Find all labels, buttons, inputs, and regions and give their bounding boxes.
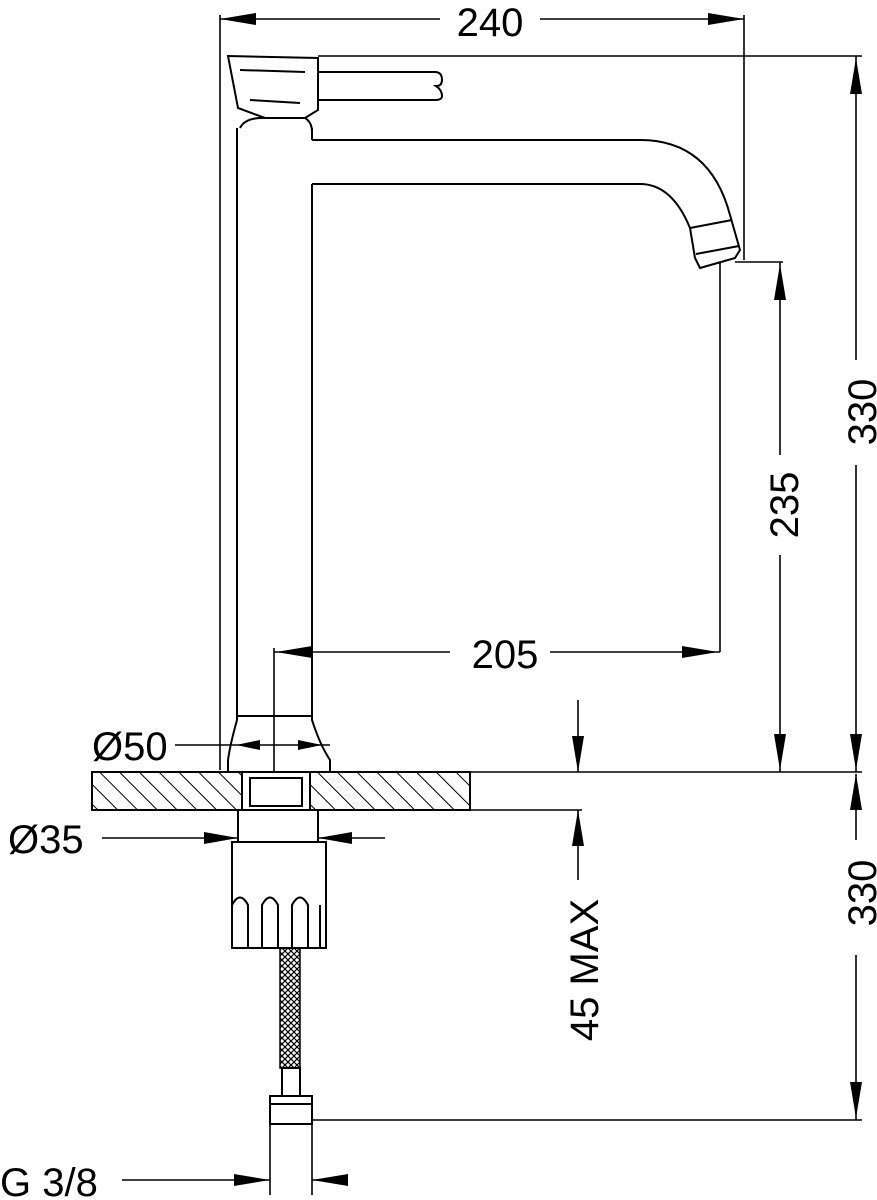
braided-hose xyxy=(279,947,301,1069)
dim-deck-thickness xyxy=(470,700,584,880)
dim-shank-diameter xyxy=(102,832,385,844)
dim-height-below-deck xyxy=(312,774,862,1121)
label-height-above-deck: 330 xyxy=(841,379,877,446)
label-overall-width: 240 xyxy=(457,1,524,45)
dim-height-above-deck xyxy=(318,55,862,773)
label-height-below-deck: 330 xyxy=(841,860,877,927)
dim-base-diameter xyxy=(175,740,330,750)
dim-spout-reach xyxy=(273,262,721,772)
handle-lever xyxy=(226,54,319,119)
label-deck-thickness: 45 MAX xyxy=(563,899,607,1041)
label-spout-height: 235 xyxy=(763,472,807,539)
spout xyxy=(312,139,742,270)
base-flare xyxy=(227,710,331,772)
label-shank-diameter: Ø35 xyxy=(8,818,84,862)
label-base-diameter: Ø50 xyxy=(92,725,168,769)
mounting-nut xyxy=(231,809,327,949)
label-spout-reach: 205 xyxy=(472,633,539,677)
handle-rod xyxy=(318,71,444,101)
hose-fitting xyxy=(269,1067,313,1125)
deck-section xyxy=(91,771,471,811)
label-connection-thread: G 3/8 xyxy=(0,1161,98,1200)
dim-spout-height xyxy=(735,261,786,772)
aerator xyxy=(689,219,740,255)
dim-connection-thread xyxy=(122,1124,348,1195)
